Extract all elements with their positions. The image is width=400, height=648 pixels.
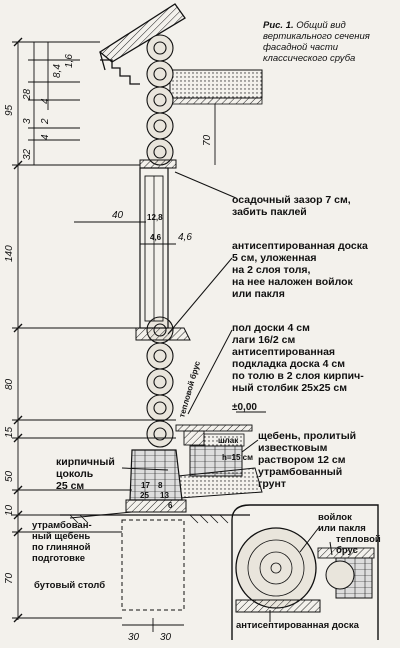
figure-number: Рис. 1. <box>263 20 294 31</box>
dim-10: 10 <box>4 504 15 516</box>
log-wall <box>146 34 174 448</box>
dim-1-6: 1,6 <box>64 54 75 68</box>
dim-bottom-30b: 30 <box>160 632 172 643</box>
dim-28: 28 <box>22 88 33 101</box>
dim-plinth-6: 6 <box>168 501 173 510</box>
dim-4b: 4 <box>40 134 51 140</box>
dimension-ticks <box>13 37 23 623</box>
dim-4-6b: 4,6 <box>178 232 192 243</box>
roof <box>98 3 186 85</box>
label-felt: войлок или пакля <box>318 512 366 534</box>
dim-plinth-13: 13 <box>160 491 169 500</box>
dim-4a: 4 <box>40 98 51 104</box>
label-brick-plinth: кирпичный цоколь 25 см <box>56 456 115 492</box>
label-rammed-gravel: утрамбован- ный щебень по глиняной подго… <box>32 520 92 564</box>
label-detail-board: антисептированная доска <box>236 620 359 631</box>
dim-window-70: 70 <box>202 134 213 146</box>
label-slag: шлак <box>218 436 239 445</box>
label-settling-gap: осадочный зазор 7 см, забить паклей <box>232 194 351 218</box>
dim-70: 70 <box>4 572 15 584</box>
label-rubble-pillar: бутовый столб <box>34 580 106 591</box>
dimension-values: 95 140 80 15 50 10 70 1,6 8,4 28 3 32 4 … <box>4 54 257 643</box>
dim-plinth-25: 25 <box>140 491 149 500</box>
ground-hatch <box>69 514 229 524</box>
dim-140: 140 <box>4 245 15 262</box>
figure-title: Общий вид вертикального сечения фасадной… <box>263 20 370 64</box>
label-level: ±0,00 <box>232 402 257 413</box>
label-gravel: щебень, пролитый известковым раствором 1… <box>258 430 357 490</box>
dim-95: 95 <box>4 104 15 116</box>
dim-plinth-17: 17 <box>141 481 150 490</box>
floor-structure <box>175 424 263 499</box>
figure-caption: Рис. 1. Общий вид вертикального сечения … <box>263 20 395 64</box>
dim-bottom-30a: 30 <box>128 632 140 643</box>
label-detail-beam: тепловой брус <box>336 534 381 556</box>
dimension-lines <box>12 41 266 632</box>
dim-32: 32 <box>22 148 33 160</box>
dim-width-40: 40 <box>112 210 124 221</box>
ceiling-slab <box>169 69 263 105</box>
dim-plinth-8: 8 <box>158 481 163 490</box>
leader-lines <box>69 171 333 622</box>
label-floor: пол доски 4 см лаги 16/2 см антисептиров… <box>232 322 364 394</box>
window <box>135 159 191 341</box>
dim-12-8: 12,8 <box>147 213 163 222</box>
label-h15: h=15 см <box>222 453 253 462</box>
dim-80: 80 <box>4 378 15 390</box>
rubble-pillar <box>121 519 185 611</box>
dim-3: 3 <box>22 118 33 124</box>
dim-50: 50 <box>4 470 15 482</box>
dim-2: 2 <box>40 118 51 125</box>
detail-view <box>231 504 379 640</box>
dim-15: 15 <box>4 426 15 438</box>
dim-4-6a: 4,6 <box>150 233 162 242</box>
dim-8-4: 8,4 <box>52 64 63 78</box>
plinth <box>125 449 187 513</box>
label-antiseptic-board: антисептированная доска 5 см, уложенная … <box>232 240 368 300</box>
